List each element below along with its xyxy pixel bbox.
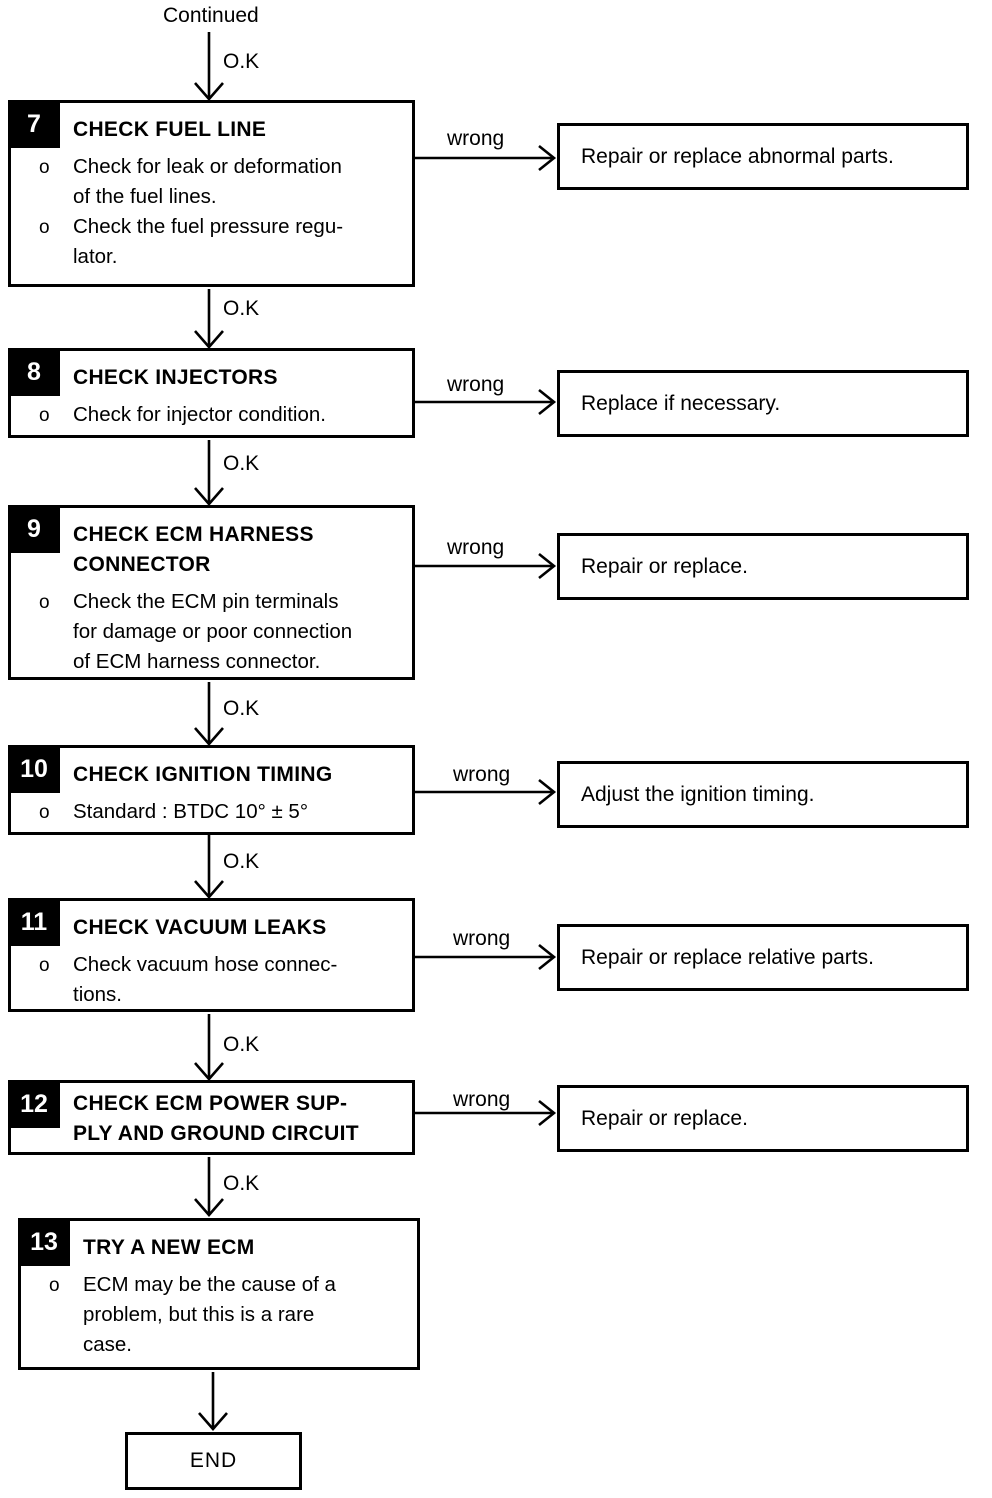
- action-text: Repair or replace relative parts.: [581, 945, 874, 969]
- bullet-item: o Check for leak or deformation of the f…: [39, 152, 406, 212]
- bullet-marker: o: [39, 955, 50, 976]
- bullet-marker: o: [39, 157, 50, 178]
- step-number-badge: 7: [8, 100, 60, 148]
- step-number-badge: 12: [8, 1080, 60, 1128]
- bullet-text: Check the ECM pin terminals for damage o…: [73, 590, 353, 673]
- bullet-text: Check for leak or deformation of the fue…: [73, 155, 342, 208]
- wrong-arrow: [413, 552, 557, 580]
- bullet-item: o Check vacuum hose connec- tions.: [39, 950, 406, 1010]
- action-text: Repair or replace abnormal parts.: [581, 144, 894, 168]
- bullet-text: Standard : BTDC 10° ± 5°: [73, 800, 309, 823]
- step-number-badge: 8: [8, 348, 60, 396]
- ok-label: O.K: [223, 1172, 260, 1195]
- action-text: Repair or replace.: [581, 1106, 748, 1130]
- step-title: CHECK VACUUM LEAKS: [73, 916, 327, 939]
- continued-label: Continued: [163, 4, 259, 27]
- step-title: CHECK INJECTORS: [73, 366, 278, 389]
- ok-label: O.K: [223, 452, 260, 475]
- wrong-label: wrong: [453, 1088, 511, 1111]
- step-box-check-injectors: 8 CHECK INJECTORS o Check for injector c…: [8, 348, 415, 438]
- action-box-replace-if-necessary: Replace if necessary.: [557, 370, 969, 437]
- wrong-label: wrong: [453, 927, 511, 950]
- down-arrow: [194, 289, 224, 349]
- wrong-label: wrong: [447, 373, 505, 396]
- step-bullets: o Check for injector condition.: [11, 400, 412, 430]
- step-box-check-ecm-harness-connector: 9 CHECK ECM HARNESS CONNECTOR o Check th…: [8, 505, 415, 680]
- wrong-label: wrong: [453, 763, 511, 786]
- bullet-marker: o: [39, 802, 50, 823]
- down-arrow: [194, 440, 224, 506]
- bullet-item: o Check the fuel pressure regu- lator.: [39, 212, 406, 272]
- bullet-item: o Check for injector condition.: [39, 400, 406, 430]
- wrong-arrow: [413, 144, 557, 172]
- step-bullets: o ECM may be the cause of a problem, but…: [21, 1270, 417, 1360]
- down-arrow: [194, 682, 224, 746]
- bullet-text: Check for injector condition.: [73, 403, 326, 426]
- wrong-label: wrong: [447, 127, 505, 150]
- ok-label: O.K: [223, 297, 260, 320]
- step-box-check-ignition-timing: 10 CHECK IGNITION TIMING o Standard : BT…: [8, 745, 415, 835]
- down-arrow: [194, 1157, 224, 1217]
- wrong-label: wrong: [447, 536, 505, 559]
- ok-label: O.K: [223, 697, 260, 720]
- bullet-item: o ECM may be the cause of a problem, but…: [49, 1270, 411, 1360]
- wrong-arrow: [413, 388, 557, 416]
- step-number-badge: 11: [8, 898, 60, 946]
- bullet-marker: o: [39, 217, 50, 238]
- step-title: CHECK IGNITION TIMING: [73, 763, 333, 786]
- step-number-badge: 9: [8, 505, 60, 553]
- action-box-repair-or-replace-2: Repair or replace.: [557, 1085, 969, 1152]
- ok-label: O.K: [223, 50, 260, 73]
- step-bullets: o Check vacuum hose connec- tions.: [11, 950, 412, 1010]
- step-bullets: o Standard : BTDC 10° ± 5°: [11, 797, 412, 827]
- down-arrow: [198, 1372, 228, 1431]
- step-box-try-new-ecm: 13 TRY A NEW ECM o ECM may be the cause …: [18, 1218, 420, 1370]
- wrong-arrow: [413, 1099, 557, 1127]
- end-label: END: [189, 1449, 238, 1472]
- down-arrow: [194, 32, 224, 101]
- action-box-adjust-ignition-timing: Adjust the ignition timing.: [557, 761, 969, 828]
- bullet-text: ECM may be the cause of a problem, but t…: [83, 1273, 336, 1356]
- step-bullets: o Check for leak or deformation of the f…: [11, 152, 412, 272]
- down-arrow: [194, 835, 224, 899]
- down-arrow: [194, 1014, 224, 1081]
- bullet-text: Check vacuum hose connec- tions.: [73, 953, 338, 1006]
- step-title: CHECK ECM POWER SUP- PLY AND GROUND CIRC…: [73, 1092, 359, 1145]
- ok-label: O.K: [223, 850, 260, 873]
- bullet-item: o Check the ECM pin terminals for damage…: [39, 587, 406, 677]
- action-box-repair-relative-parts: Repair or replace relative parts.: [557, 924, 969, 991]
- action-text: Adjust the ignition timing.: [581, 782, 815, 806]
- step-number-badge: 13: [18, 1218, 70, 1266]
- step-title: TRY A NEW ECM: [83, 1236, 255, 1259]
- step-number-badge: 10: [8, 745, 60, 793]
- action-box-repair-or-replace: Repair or replace.: [557, 533, 969, 600]
- step-title: CHECK ECM HARNESS CONNECTOR: [73, 523, 314, 576]
- bullet-marker: o: [39, 592, 50, 613]
- wrong-arrow: [413, 778, 557, 806]
- bullet-marker: o: [49, 1275, 60, 1296]
- step-box-check-ecm-power-supply: 12 CHECK ECM POWER SUP- PLY AND GROUND C…: [8, 1080, 415, 1155]
- bullet-marker: o: [39, 405, 50, 426]
- bullet-item: o Standard : BTDC 10° ± 5°: [39, 797, 406, 827]
- step-box-check-fuel-line: 7 CHECK FUEL LINE o Check for leak or de…: [8, 100, 415, 287]
- ok-label: O.K: [223, 1033, 260, 1056]
- step-bullets: o Check the ECM pin terminals for damage…: [11, 587, 412, 677]
- action-text: Replace if necessary.: [581, 391, 781, 415]
- action-text: Repair or replace.: [581, 554, 748, 578]
- action-box-repair-abnormal-parts: Repair or replace abnormal parts.: [557, 123, 969, 190]
- step-title: CHECK FUEL LINE: [73, 118, 267, 141]
- end-box: END: [125, 1432, 302, 1490]
- wrong-arrow: [413, 943, 557, 971]
- bullet-text: Check the fuel pressure regu- lator.: [73, 215, 344, 268]
- step-box-check-vacuum-leaks: 11 CHECK VACUUM LEAKS o Check vacuum hos…: [8, 898, 415, 1012]
